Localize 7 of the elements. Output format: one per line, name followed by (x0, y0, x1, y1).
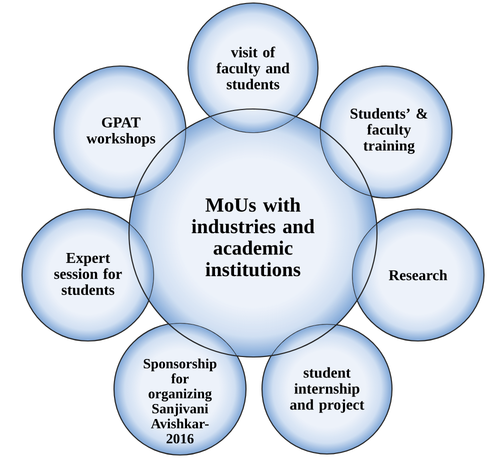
bubble: Research (351, 208, 485, 342)
bubble: student internship and project (261, 323, 393, 455)
bubble: Sponsorship for organizing Sanjivani Avishkar-2016 (113, 322, 247, 456)
bubble: visit of faculty and students (187, 2, 319, 134)
bubble: GPAT workshops (53, 65, 187, 199)
bubble: Expert session for students (21, 208, 155, 342)
bubble: Students’ & faculty training (319, 65, 453, 199)
